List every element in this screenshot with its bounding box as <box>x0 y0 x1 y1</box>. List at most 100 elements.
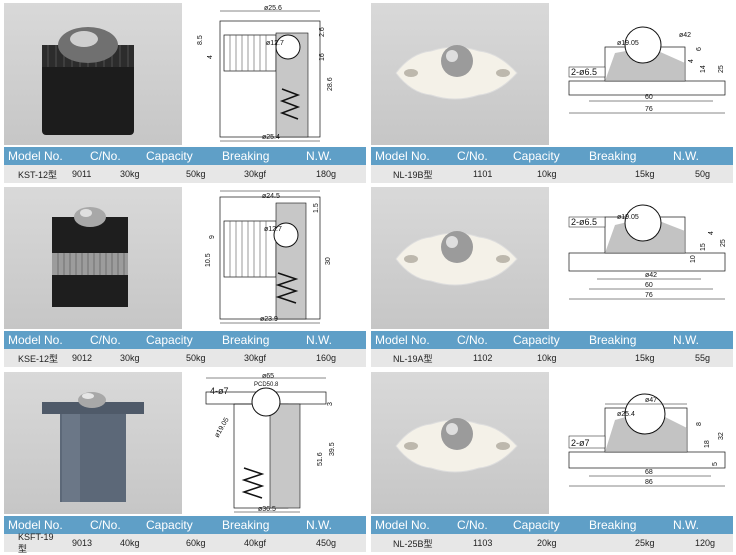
header-model: Model No. <box>8 518 63 532</box>
code-value: 9013 <box>72 538 93 548</box>
spec-values-row: NL-19A型 1102 10kg 15kg 55g <box>371 349 733 367</box>
dimension-label: 3 <box>327 402 334 406</box>
header-weight: N.W. <box>673 518 699 532</box>
dimension-label: 6 <box>696 47 703 51</box>
product-panel-nl-19a: ø19.05 2-ø6.5 ø42 60 76 10 15 4 25 Model… <box>371 187 733 367</box>
dimension-label: 32 <box>718 432 725 440</box>
dimension-label: 10.5 <box>205 253 212 267</box>
header-breaking: Breaking <box>589 333 637 347</box>
header-model: Model No. <box>375 149 430 163</box>
technical-drawing: ø25.6 8.5 4 ø12.7 2.6 16 28.6 ø25.4 <box>194 3 364 145</box>
product-panel-nl-19b: ø42 ø19.05 2-ø6.5 4 6 14 25 60 76 Model … <box>371 3 733 183</box>
capacity-value: 30kg <box>120 169 140 179</box>
dimension-label: 25 <box>718 65 725 73</box>
dimension-label: ø23.9 <box>260 316 278 323</box>
dimension-label: ø36.5 <box>258 506 276 513</box>
breaking-value: 50kg <box>186 353 206 363</box>
dimension-label: ø47 <box>645 397 657 404</box>
product-photo <box>371 372 549 514</box>
model-value: NL-19A型 <box>393 353 433 364</box>
spec-values-row: KSE-12型 9012 30kg 50kg 30kgf 160g <box>4 349 366 367</box>
header-model: Model No. <box>375 333 430 347</box>
technical-drawing: ø65 PCD50.8 4-ø7 ø19.05 3 39.5 51.6 ø36.… <box>194 372 364 514</box>
technical-drawing: ø42 ø19.05 2-ø6.5 4 6 14 25 60 76 <box>561 3 731 145</box>
dimension-label: 86 <box>645 479 653 486</box>
product-panel-ksft-19: ø65 PCD50.8 4-ø7 ø19.05 3 39.5 51.6 ø36.… <box>4 372 366 554</box>
header-capacity: Capacity <box>146 518 193 532</box>
dimension-label: ø12.7 <box>266 40 284 47</box>
breaking-value: 15kg <box>635 353 655 363</box>
header-capacity: Capacity <box>513 149 560 163</box>
header-code: C/No. <box>90 149 121 163</box>
header-breaking: Breaking <box>222 518 270 532</box>
header-capacity: Capacity <box>513 333 560 347</box>
weight-value: 120g <box>695 538 716 548</box>
product-panel-nl-25b: ø47 ø25.4 2-ø7 8 18 32 5 68 86 Model No.… <box>371 372 733 552</box>
dimension-label: 39.5 <box>329 442 336 456</box>
code-value: 9012 <box>72 353 93 363</box>
spec-values-row: NL-19B型 1101 10kg 15kg 50g <box>371 165 733 183</box>
capacity-value: 20kg <box>537 538 557 548</box>
header-weight: N.W. <box>306 333 332 347</box>
weight-value: 160g <box>316 353 337 363</box>
header-weight: N.W. <box>673 333 699 347</box>
code-value: 1102 <box>473 353 493 363</box>
dimension-label: 8.5 <box>197 35 204 45</box>
product-photo <box>371 187 549 329</box>
spec-header-row: Model No. C/No. Capacity Breaking N.W. <box>371 516 733 534</box>
product-panel-kst-12: ø25.6 8.5 4 ø12.7 2.6 16 28.6 ø25.4 Mode… <box>4 3 366 183</box>
header-breaking: Breaking <box>589 149 637 163</box>
weight-value: 180g <box>316 169 337 179</box>
dimension-label: 68 <box>645 469 653 476</box>
dimension-label: 25 <box>720 239 727 247</box>
dimension-label: 18 <box>704 440 711 448</box>
header-capacity: Capacity <box>513 518 560 532</box>
capacity-value: 30kg <box>120 353 140 363</box>
breaking-value: 50kg <box>186 169 206 179</box>
code-value: 1103 <box>473 538 493 548</box>
spec-header-row: Model No. C/No. Capacity Breaking N.W. <box>371 331 733 349</box>
dimension-label: ø24.5 <box>262 193 280 200</box>
spec-header-row: Model No. C/No. Capacity Breaking N.W. <box>4 516 366 534</box>
technical-drawing: ø24.5 1.5 9 ø12.7 10.5 30 ø23.9 <box>194 187 364 329</box>
header-code: C/No. <box>457 518 488 532</box>
weight-value: 50g <box>695 169 711 179</box>
header-model: Model No. <box>8 333 63 347</box>
dimension-label: 51.6 <box>317 452 324 466</box>
model-value: KSE-12型 <box>18 353 59 364</box>
weight-value: 55g <box>695 353 711 363</box>
dimension-label: 2-ø6.5 <box>571 217 597 227</box>
header-weight: N.W. <box>306 149 332 163</box>
dimension-label: ø25.4 <box>262 134 280 141</box>
dimension-label: ø42 <box>679 32 691 39</box>
spec-values-row: KST-12型 9011 30kg 50kg 30kgf 180g <box>4 165 366 183</box>
spec-values-row: KSFT-19型 9013 40kg 60kg 40kgf 450g <box>4 532 366 554</box>
dimension-label: 15 <box>700 243 707 251</box>
header-capacity: Capacity <box>146 333 193 347</box>
model-value: KST-12型 <box>18 169 58 180</box>
dimension-label: ø42 <box>645 272 657 279</box>
dimension-label: 76 <box>645 292 653 299</box>
spec-header-row: Model No. C/No. Capacity Breaking N.W. <box>371 147 733 165</box>
breaking-kgf-value: 30kgf <box>244 169 267 179</box>
breaking-value: 15kg <box>635 169 655 179</box>
dimension-label: 4 <box>708 231 715 235</box>
breaking-kgf-value: 30kgf <box>244 353 267 363</box>
dimension-label: 2-ø6.5 <box>571 67 597 77</box>
dimension-label: 60 <box>645 94 653 101</box>
dimension-label: 2.6 <box>319 27 326 37</box>
dimension-label: 10 <box>690 255 697 263</box>
dimension-label: 14 <box>700 65 707 73</box>
capacity-value: 40kg <box>120 538 140 548</box>
dimension-label: 4 <box>688 59 695 63</box>
header-breaking: Breaking <box>222 333 270 347</box>
header-capacity: Capacity <box>146 149 193 163</box>
capacity-value: 10kg <box>537 353 557 363</box>
dimension-label: ø19.05 <box>617 214 639 221</box>
dimension-label: ø65 <box>262 373 274 380</box>
spec-header-row: Model No. C/No. Capacity Breaking N.W. <box>4 147 366 165</box>
dimension-label: 76 <box>645 106 653 113</box>
dimension-label: ø19.05 <box>214 417 231 439</box>
header-breaking: Breaking <box>222 149 270 163</box>
header-model: Model No. <box>8 149 63 163</box>
